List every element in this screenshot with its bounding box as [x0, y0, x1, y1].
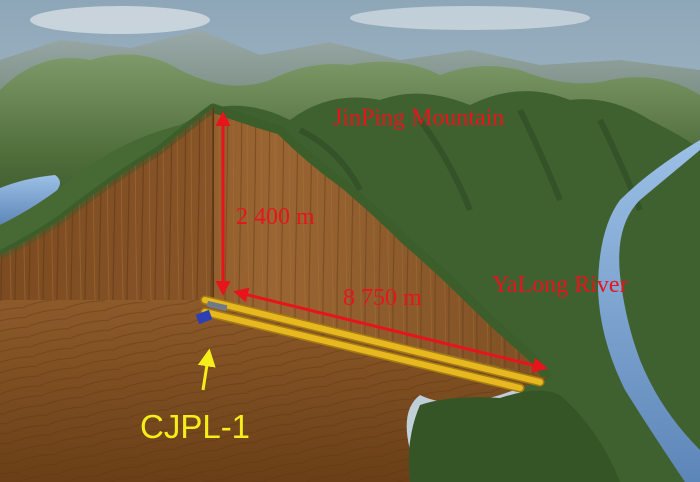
depth-label: 2 400 m — [236, 204, 315, 230]
lab-pointer-arrow — [197, 348, 216, 391]
tunnel-length-arrow — [233, 287, 548, 373]
mountain-label: JinPing Mountain — [333, 105, 504, 131]
tunnel-length-label: 8 750 m — [343, 285, 422, 311]
mountain-texture — [298, 108, 643, 212]
lab-label: CJPL-1 — [140, 408, 250, 445]
river-left — [0, 175, 60, 225]
floor-grain — [0, 300, 548, 482]
cloud — [30, 6, 210, 34]
cloud — [350, 6, 590, 30]
yalong-river — [598, 140, 700, 482]
river-label: YaLong River — [492, 272, 628, 298]
left-face-grain — [0, 108, 213, 300]
cjpl-1-lab-hall — [195, 300, 228, 325]
mountain-front-right — [408, 390, 620, 482]
